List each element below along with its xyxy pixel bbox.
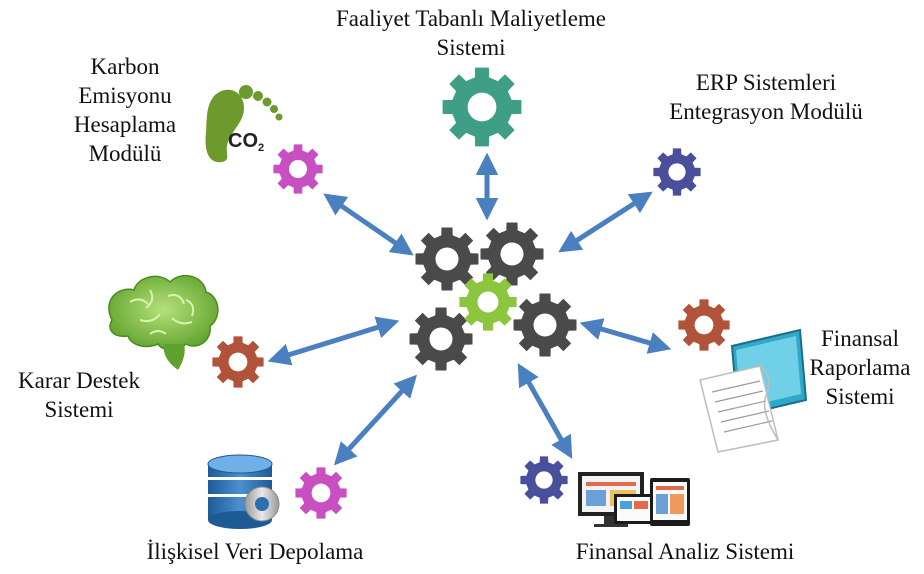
- label-finansal-raporlama: Finansal Raporlama Sistemi: [809, 326, 911, 409]
- label-karbon: Karbon Emisyonu Hesaplama Modülü: [73, 54, 177, 166]
- faaliyet-gear-icon: [442, 67, 522, 147]
- co2-text: CO2: [228, 130, 264, 154]
- hub-center-gear-icon: [459, 273, 517, 331]
- arrow-karbon: [323, 193, 414, 256]
- database-illustration: [207, 454, 280, 529]
- footprint-illustration: CO2: [205, 85, 283, 163]
- karar-gear-icon: [212, 336, 264, 388]
- label-karar: Karar Destek Sistemi: [18, 368, 140, 422]
- hub-gear-icon: [415, 227, 479, 291]
- analysis-screens-illustration: [578, 472, 690, 527]
- arrow-iliskisel: [333, 374, 418, 466]
- finansal-analiz-gear-icon: [520, 456, 568, 504]
- arrow-finansal-analiz: [517, 363, 573, 459]
- report-illustration: [699, 328, 808, 453]
- iliskisel-gear-icon: [295, 467, 347, 519]
- finansal-raporlama-gear-icon: [678, 299, 730, 351]
- brain-illustration: [108, 274, 219, 370]
- arrow-karar: [267, 316, 400, 366]
- hub-gear-icon: [409, 307, 473, 371]
- label-faaliyet: Faaliyet Tabanlı Maliyetleme Sistemi: [335, 6, 607, 60]
- hub-gear-icon: [480, 222, 544, 286]
- connection-arrows: [267, 152, 672, 466]
- label-erp: ERP Sistemleri Entegrasyon Modülü: [669, 70, 863, 124]
- label-finansal-analiz: Finansal Analiz Sistemi: [575, 539, 795, 564]
- label-iliskisel: İlişkisel Veri Depolama: [146, 539, 364, 564]
- karbon-gear-icon: [273, 144, 323, 194]
- arrow-finansal-raporlama: [579, 318, 672, 354]
- module-gears: [212, 67, 730, 519]
- hub-gear-icon: [513, 293, 577, 357]
- erp-gear-icon: [653, 148, 701, 196]
- arrow-erp: [558, 191, 653, 253]
- hub-gears: [409, 222, 577, 371]
